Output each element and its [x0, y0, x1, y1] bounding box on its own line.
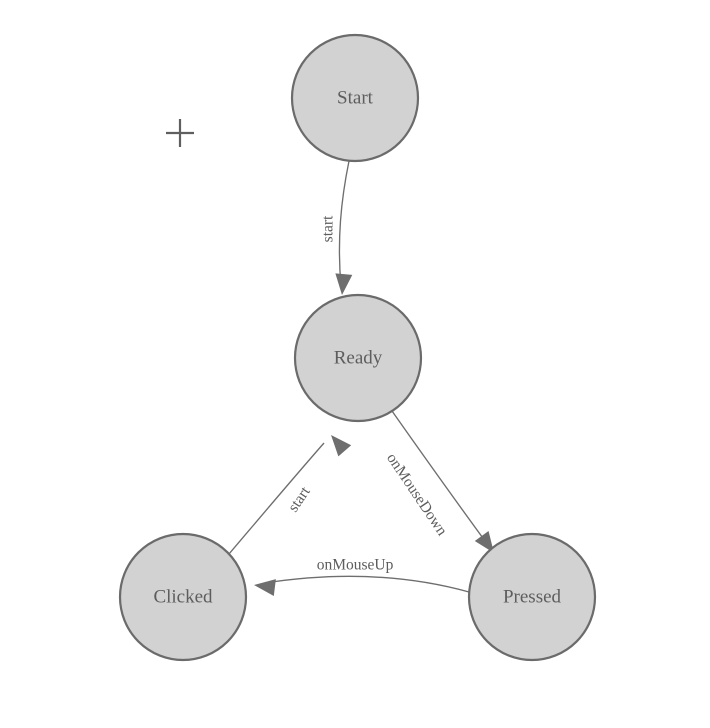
- arrowhead-pressed-to-clicked: [254, 579, 276, 596]
- state-node-clicked[interactable]: Clicked: [118, 532, 248, 662]
- arrowhead-clicked-to-ready: [331, 435, 352, 457]
- edge-pressed-to-clicked[interactable]: onMouseUp: [253, 557, 470, 596]
- edge-label-clicked-to-ready: start: [285, 483, 314, 515]
- node-circle-clicked[interactable]: [118, 532, 248, 662]
- edge-clicked-to-ready[interactable]: start: [228, 429, 352, 555]
- crosshair-icon: [166, 119, 194, 147]
- edge-start-to-ready[interactable]: start: [320, 160, 353, 296]
- arrowhead-start-to-ready: [335, 273, 353, 295]
- edge-label-pressed-to-clicked: onMouseUp: [317, 557, 394, 574]
- edge-line-clicked-to-ready: [228, 442, 325, 555]
- state-node-pressed[interactable]: Pressed: [467, 532, 597, 662]
- edge-ready-to-pressed[interactable]: onMouseDown: [383, 410, 501, 558]
- node-label-start: Start: [337, 87, 374, 108]
- cursor-marker-layer: [166, 119, 194, 147]
- node-circle-pressed[interactable]: [467, 532, 597, 662]
- state-node-start[interactable]: Start: [290, 33, 420, 163]
- node-circle-start[interactable]: [290, 33, 420, 163]
- edge-label-ready-to-pressed: onMouseDown: [383, 450, 451, 539]
- edge-line-pressed-to-clicked: [264, 575, 470, 593]
- arrowhead-ready-to-pressed: [474, 531, 494, 553]
- node-label-pressed: Pressed: [503, 586, 562, 607]
- node-label-clicked: Clicked: [153, 586, 213, 607]
- edge-label-start-to-ready: start: [320, 215, 337, 242]
- edge-line-start-to-ready: [338, 160, 350, 287]
- state-node-ready[interactable]: Ready: [293, 293, 423, 423]
- edge-line-ready-to-pressed: [391, 410, 489, 546]
- node-circle-ready[interactable]: [293, 293, 423, 423]
- node-label-ready: Ready: [334, 347, 383, 368]
